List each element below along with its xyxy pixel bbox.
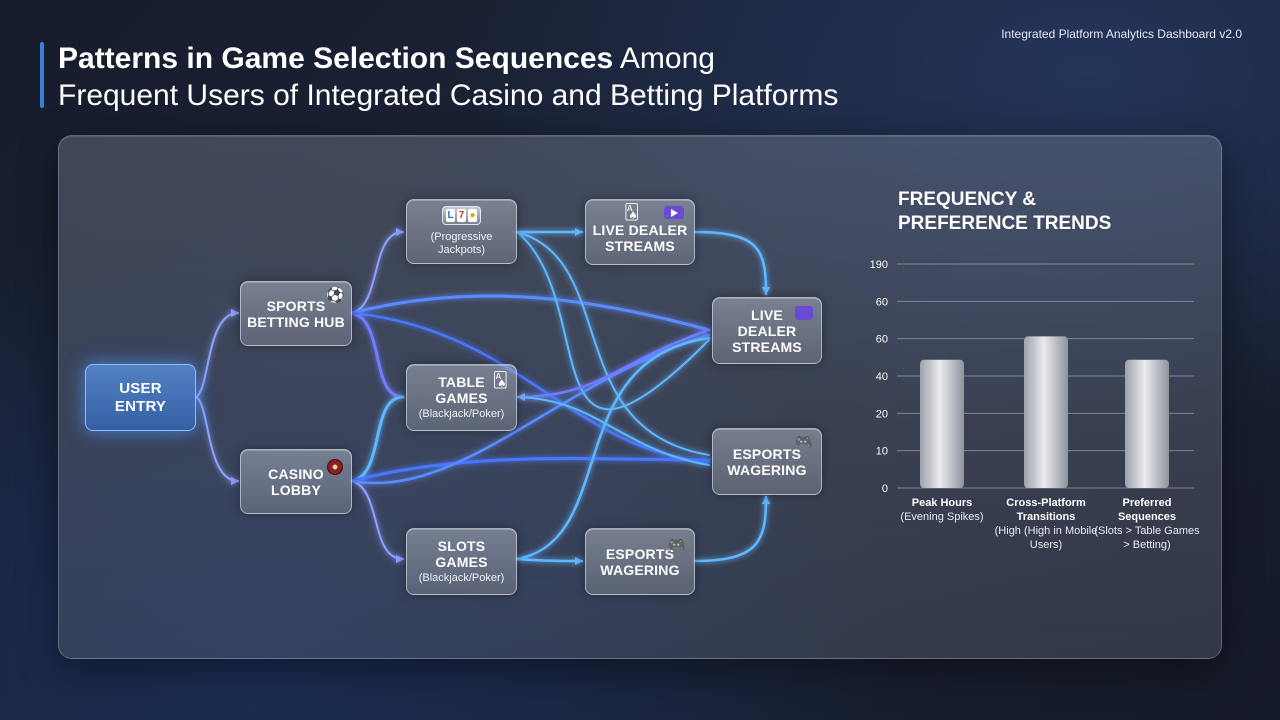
link-casino-table <box>350 395 405 483</box>
link-jackpot-esports <box>516 231 710 456</box>
video-icon <box>664 206 684 219</box>
y-tick-label: 60 <box>876 334 888 346</box>
title-bold: Patterns in Game Selection Sequences <box>58 42 614 75</box>
link-casino-slots <box>351 480 404 563</box>
y-tick-label: 10 <box>876 446 888 458</box>
node-esports-bottom-label: ESPORTS WAGERING <box>600 545 680 578</box>
node-slots-sub: (Blackjack/Poker) <box>418 572 505 584</box>
link-sports-table <box>350 311 405 399</box>
link-casino-live <box>350 333 711 485</box>
x-category-sub: (Slots > Table Games > Betting) <box>1094 525 1200 551</box>
gamepad-icon: 🎮 <box>794 434 813 451</box>
node-esports-bottom[interactable]: ESPORTS WAGERING 🎮 <box>585 528 695 595</box>
x-category: Cross-Platform Transitions(High (High in… <box>991 496 1101 552</box>
roulette-icon <box>327 459 343 475</box>
playing-cards-icon: 🂡 <box>624 204 640 221</box>
x-category: Preferred Sequences(Slots > Table Games … <box>1092 496 1202 552</box>
node-user-entry[interactable]: USER ENTRY <box>85 364 196 431</box>
link-esports-table <box>517 396 710 466</box>
y-tick-label: 20 <box>876 408 888 420</box>
trends-title: FREQUENCY & PREFERENCE TRENDS <box>898 189 1112 234</box>
x-category-sub: (Evening Spikes) <box>900 511 984 523</box>
node-esports-right-label: ESPORTS WAGERING <box>727 445 807 478</box>
node-live-right-label: LIVE DEALER STREAMS <box>732 306 802 355</box>
node-table-label: TABLE GAMES <box>435 374 488 406</box>
bar-0[interactable] <box>920 359 964 488</box>
y-tick-label: 190 <box>870 259 888 271</box>
soccer-ball-icon: ⚽ <box>326 287 345 304</box>
node-live-dealer-right[interactable]: LIVE DEALER STREAMS <box>712 297 822 364</box>
y-tick-label: 40 <box>876 371 888 383</box>
x-category: Peak Hours (Evening Spikes) <box>887 496 997 524</box>
node-table-sub: (Blackjack/Poker) <box>418 408 505 420</box>
node-table-games[interactable]: TABLE GAMES (Blackjack/Poker) 🂡 <box>406 364 517 431</box>
bar-2[interactable] <box>1125 359 1169 488</box>
x-category-label: Peak Hours <box>911 497 973 509</box>
node-live-top-label: LIVE DEALER STREAMS <box>592 222 688 254</box>
link-entry-casino <box>195 396 239 485</box>
node-jackpot-label: (Progressive Jackpots) <box>430 231 493 256</box>
link-sports-live <box>350 294 711 332</box>
link-jackpot-cross <box>516 231 710 411</box>
title-rest: Among <box>619 42 715 75</box>
node-casino-lobby[interactable]: CASINO LOBBY <box>240 449 352 514</box>
link-live-table <box>516 328 711 401</box>
video-icon <box>795 306 813 320</box>
gamepad-icon: 🎮 <box>667 537 686 554</box>
title-accent-bar <box>40 42 44 108</box>
y-tick-label: 60 <box>876 296 888 308</box>
page-title: Patterns in Game Selection Sequences Amo… <box>58 40 838 114</box>
link-slots-esports <box>515 556 584 565</box>
node-casino-label: CASINO LOBBY <box>268 465 324 498</box>
link-entry-sports <box>195 309 239 398</box>
link-casino-esports <box>350 456 711 483</box>
node-live-dealer-top[interactable]: LIVE DEALER STREAMS 🂡 <box>585 199 695 265</box>
link-slots-live <box>515 336 711 561</box>
x-category-sub: (High (High in Mobile Users) <box>994 525 1098 551</box>
y-tick-label: 0 <box>882 483 888 495</box>
link-livetop-liveright <box>693 230 770 296</box>
node-sports-label: SPORTS BETTING HUB <box>247 297 345 330</box>
version-label: Integrated Platform Analytics Dashboard … <box>1001 27 1242 41</box>
x-category-label: Cross-Platform Transitions <box>1006 497 1086 523</box>
node-slots-label: SLOTS GAMES <box>435 538 488 570</box>
bar-1[interactable] <box>1024 336 1068 488</box>
link-sports-jackpot <box>351 228 404 314</box>
playing-cards-icon: 🂡 <box>492 372 508 389</box>
link-esbottom-esright <box>693 495 770 563</box>
node-slots-games[interactable]: SLOTS GAMES (Blackjack/Poker) <box>406 528 517 595</box>
node-user-entry-label: USER ENTRY <box>114 379 167 415</box>
node-sports-betting-hub[interactable]: SPORTS BETTING HUB ⚽ <box>240 281 352 346</box>
title-line2: Frequent Users of Integrated Casino and … <box>58 79 839 112</box>
x-category-label: Preferred Sequences <box>1117 497 1177 523</box>
node-esports-right[interactable]: ESPORTS WAGERING 🎮 <box>712 428 822 495</box>
link-sports-esports <box>350 311 711 464</box>
